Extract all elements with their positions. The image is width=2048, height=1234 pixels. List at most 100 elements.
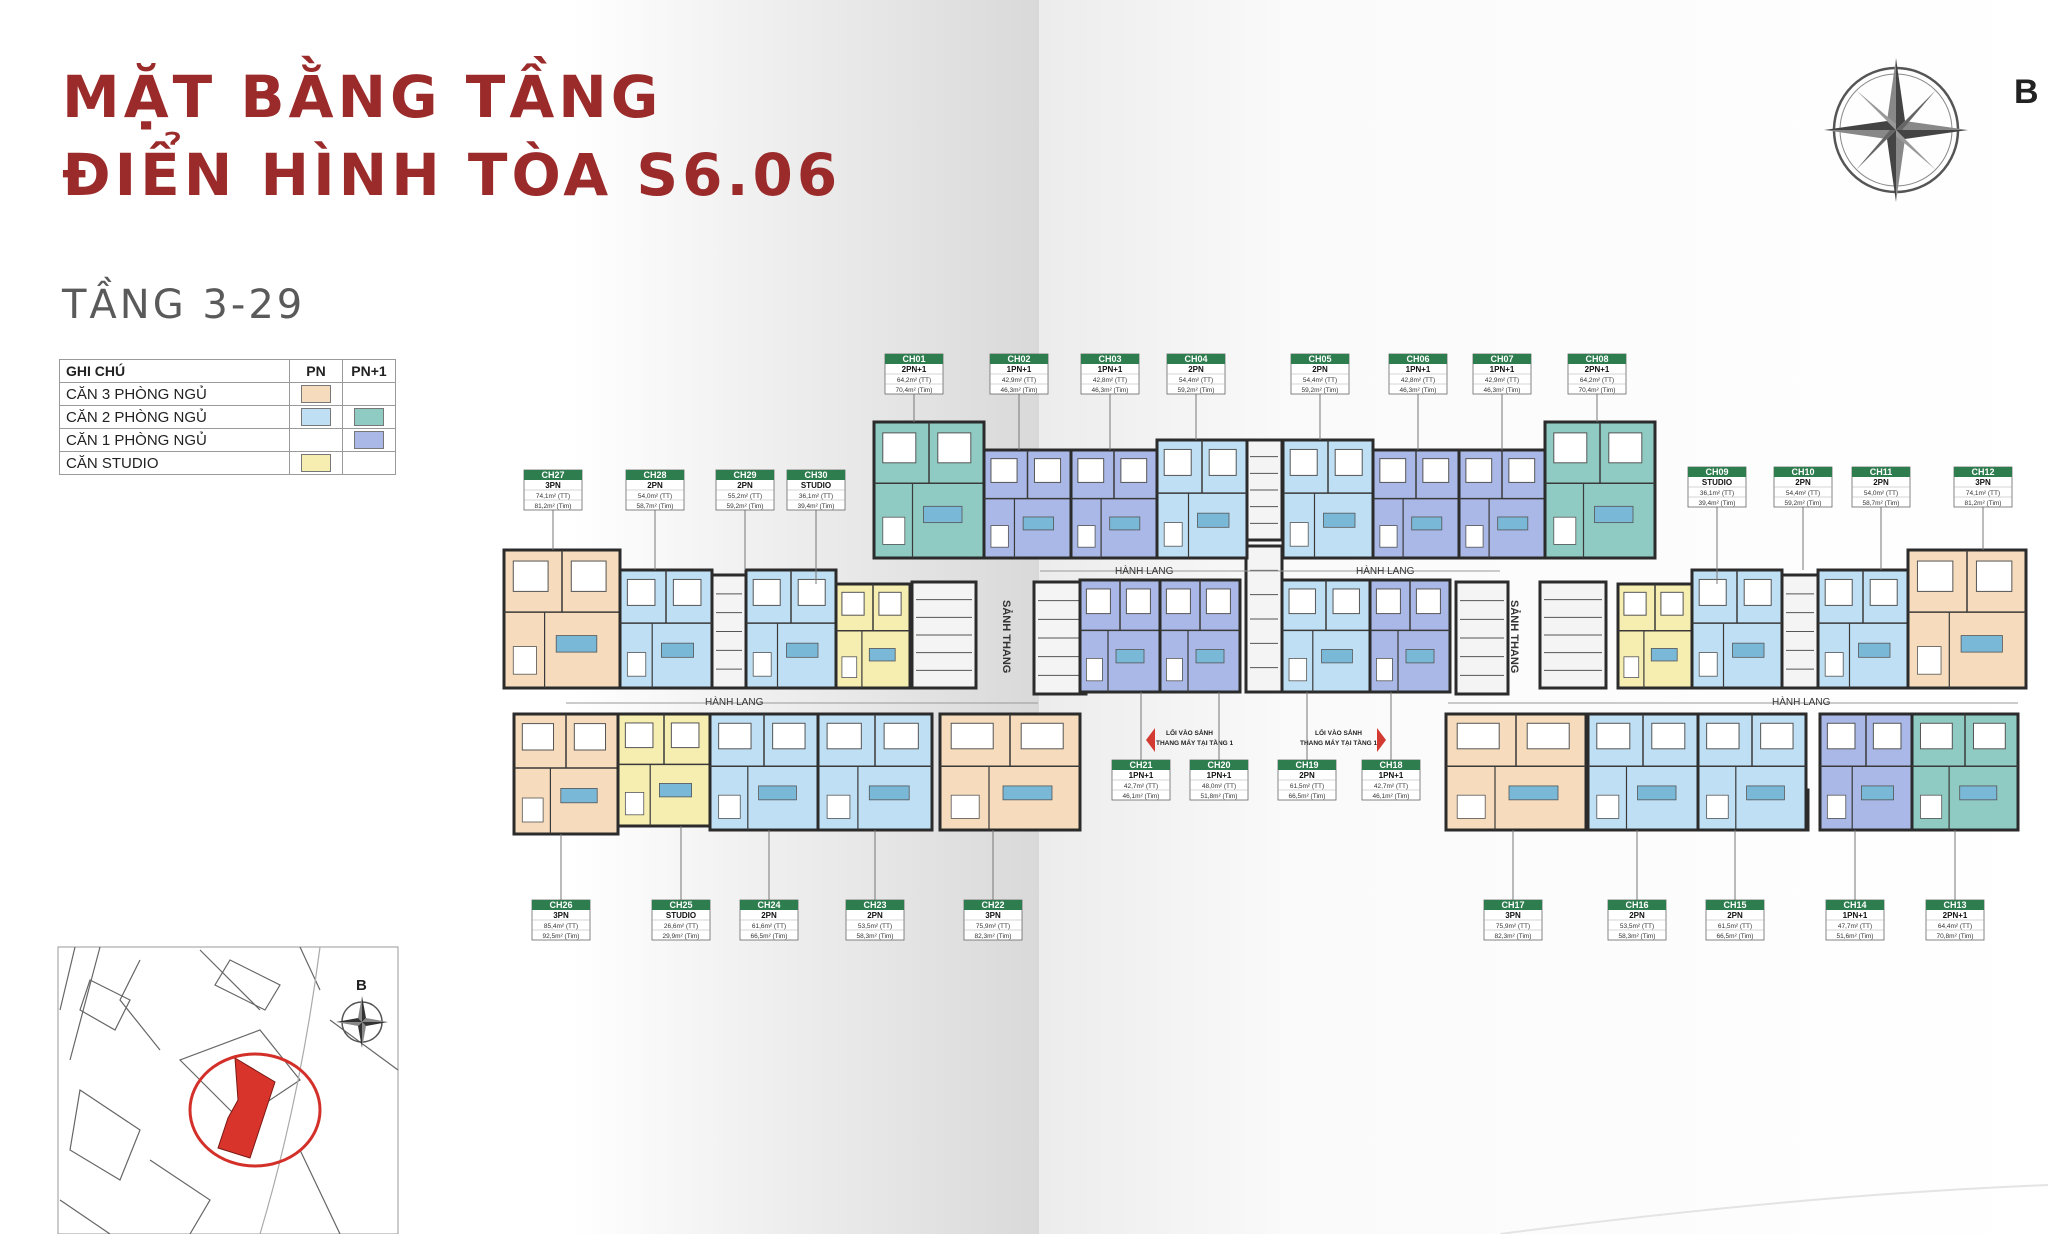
apartment-unit[interactable] (1371, 448, 1461, 560)
unit-area-tt: 42,8m² (TT) (1401, 377, 1435, 384)
unit-area-tim: 58,3m² (Tim) (1619, 933, 1656, 940)
unit-type: 1PN+1 (1406, 365, 1431, 374)
unit-code: CH21 (1129, 760, 1152, 770)
entrance-arrow-icon (1146, 728, 1155, 752)
apartment-unit[interactable] (1368, 578, 1452, 694)
unit-area-tim: 82,3m² (Tim) (975, 933, 1012, 940)
apartment-unit[interactable] (1280, 578, 1372, 694)
unit-type: 3PN (545, 481, 561, 490)
legend-header-note: GHI CHÚ (59, 359, 290, 383)
apartment-unit[interactable] (1910, 712, 2020, 832)
apartment-unit[interactable] (1281, 438, 1375, 560)
unit-area-tim: 81,2m² (Tim) (535, 503, 572, 510)
unit-code: CH25 (669, 900, 692, 910)
unit-type: STUDIO (666, 911, 696, 920)
apartment-unit[interactable] (1906, 548, 2028, 690)
apartment-unit[interactable] (1586, 712, 1700, 832)
apartment-unit[interactable] (1696, 712, 1808, 832)
apartment-unit[interactable] (618, 568, 714, 690)
unit-code: CH06 (1406, 354, 1429, 364)
apartment-unit[interactable] (834, 582, 912, 690)
apartment-unit[interactable] (1069, 448, 1159, 560)
unit-code: CH13 (1943, 900, 1966, 910)
unit-type: 2PN (1795, 478, 1811, 487)
apartment-unit[interactable] (816, 712, 934, 832)
site-key-map: B (57, 946, 399, 1234)
apartment-unit[interactable] (1816, 568, 1910, 690)
unit-area-tim: 92,5m² (Tim) (543, 933, 580, 940)
unit-type: 2PN (647, 481, 663, 490)
legend-row-studio: CĂN STUDIO (59, 451, 396, 475)
unit-code: CH02 (1007, 354, 1030, 364)
unit-code: CH01 (902, 354, 925, 364)
apartment-unit[interactable] (708, 712, 820, 832)
unit-area-tim: 58,3m² (Tim) (857, 933, 894, 940)
unit-type: 1PN+1 (1843, 911, 1868, 920)
apartment-unit[interactable] (938, 712, 1082, 832)
entrance-label-2: THANG MÁY TẠI TẦNG 1 (1300, 737, 1378, 747)
apartment-unit[interactable] (1078, 578, 1162, 694)
unit-area-tt: 53,5m² (TT) (1620, 923, 1654, 930)
apartment-unit[interactable] (1818, 712, 1914, 832)
unit-type: 2PN+1 (902, 365, 927, 374)
apartment-unit[interactable] (1444, 712, 1588, 832)
unit-area-tt: 42,9m² (TT) (1485, 377, 1519, 384)
legend-swatch-1br-pn1 (354, 431, 384, 450)
unit-area-tim: 70,4m² (Tim) (1579, 387, 1616, 394)
apartment-unit[interactable] (1616, 582, 1694, 690)
unit-type: 1PN+1 (1379, 771, 1404, 780)
unit-code: CH07 (1490, 354, 1513, 364)
apartment-unit[interactable] (1155, 438, 1249, 560)
apartment-unit[interactable] (616, 712, 712, 828)
unit-code: CH26 (549, 900, 572, 910)
unit-type: 2PN (1312, 365, 1328, 374)
unit-area-tt: 75,9m² (TT) (976, 923, 1010, 930)
entrance-label-2: THANG MÁY TẠI TẦNG 1 (1156, 737, 1234, 747)
apartment-unit[interactable] (1457, 448, 1547, 560)
apartment-unit[interactable] (1158, 578, 1242, 694)
unit-area-tim: 59,2m² (Tim) (1302, 387, 1339, 394)
unit-type: STUDIO (1702, 478, 1732, 487)
apartment-unit[interactable] (744, 568, 838, 690)
apartment-unit[interactable] (512, 712, 620, 836)
apartment-unit[interactable] (502, 548, 622, 690)
apartment-unit[interactable] (1543, 420, 1657, 560)
compass-rose-icon (1824, 58, 1968, 202)
unit-area-tim: 51,6m² (Tim) (1837, 933, 1874, 940)
apartment-unit[interactable] (1690, 568, 1784, 690)
unit-type: 2PN (761, 911, 777, 920)
page-title-line-1: MẶT BẰNG TẦNG (62, 63, 663, 131)
unit-code: CH29 (733, 470, 756, 480)
legend-swatch-3br-pn (301, 385, 331, 404)
unit-code: CH11 (1870, 467, 1893, 477)
unit-area-tim: 59,2m² (Tim) (1178, 387, 1215, 394)
unit-area-tim: 70,8m² (Tim) (1937, 933, 1974, 940)
unit-type: 2PN (1188, 365, 1204, 374)
unit-area-tim: 58,7m² (Tim) (637, 503, 674, 510)
unit-area-tim: 81,2m² (Tim) (1965, 500, 2002, 507)
entrance-arrow-icon (1377, 728, 1386, 752)
legend-table: GHI CHÚ PN PN+1 CĂN 3 PHÒNG NGỦ CĂN 2 PH… (59, 359, 396, 475)
unit-area-tim: 39,4m² (Tim) (1699, 500, 1736, 507)
unit-type: 2PN (1873, 478, 1889, 487)
unit-area-tim: 46,3m² (Tim) (1001, 387, 1038, 394)
apartment-unit[interactable] (982, 448, 1073, 560)
apartment-unit[interactable] (872, 420, 986, 560)
legend-swatch-studio-pn (301, 454, 331, 473)
unit-type: 2PN+1 (1585, 365, 1610, 374)
unit-code: CH27 (541, 470, 564, 480)
unit-area-tt: 47,7m² (TT) (1838, 923, 1872, 930)
unit-code: CH18 (1379, 760, 1402, 770)
